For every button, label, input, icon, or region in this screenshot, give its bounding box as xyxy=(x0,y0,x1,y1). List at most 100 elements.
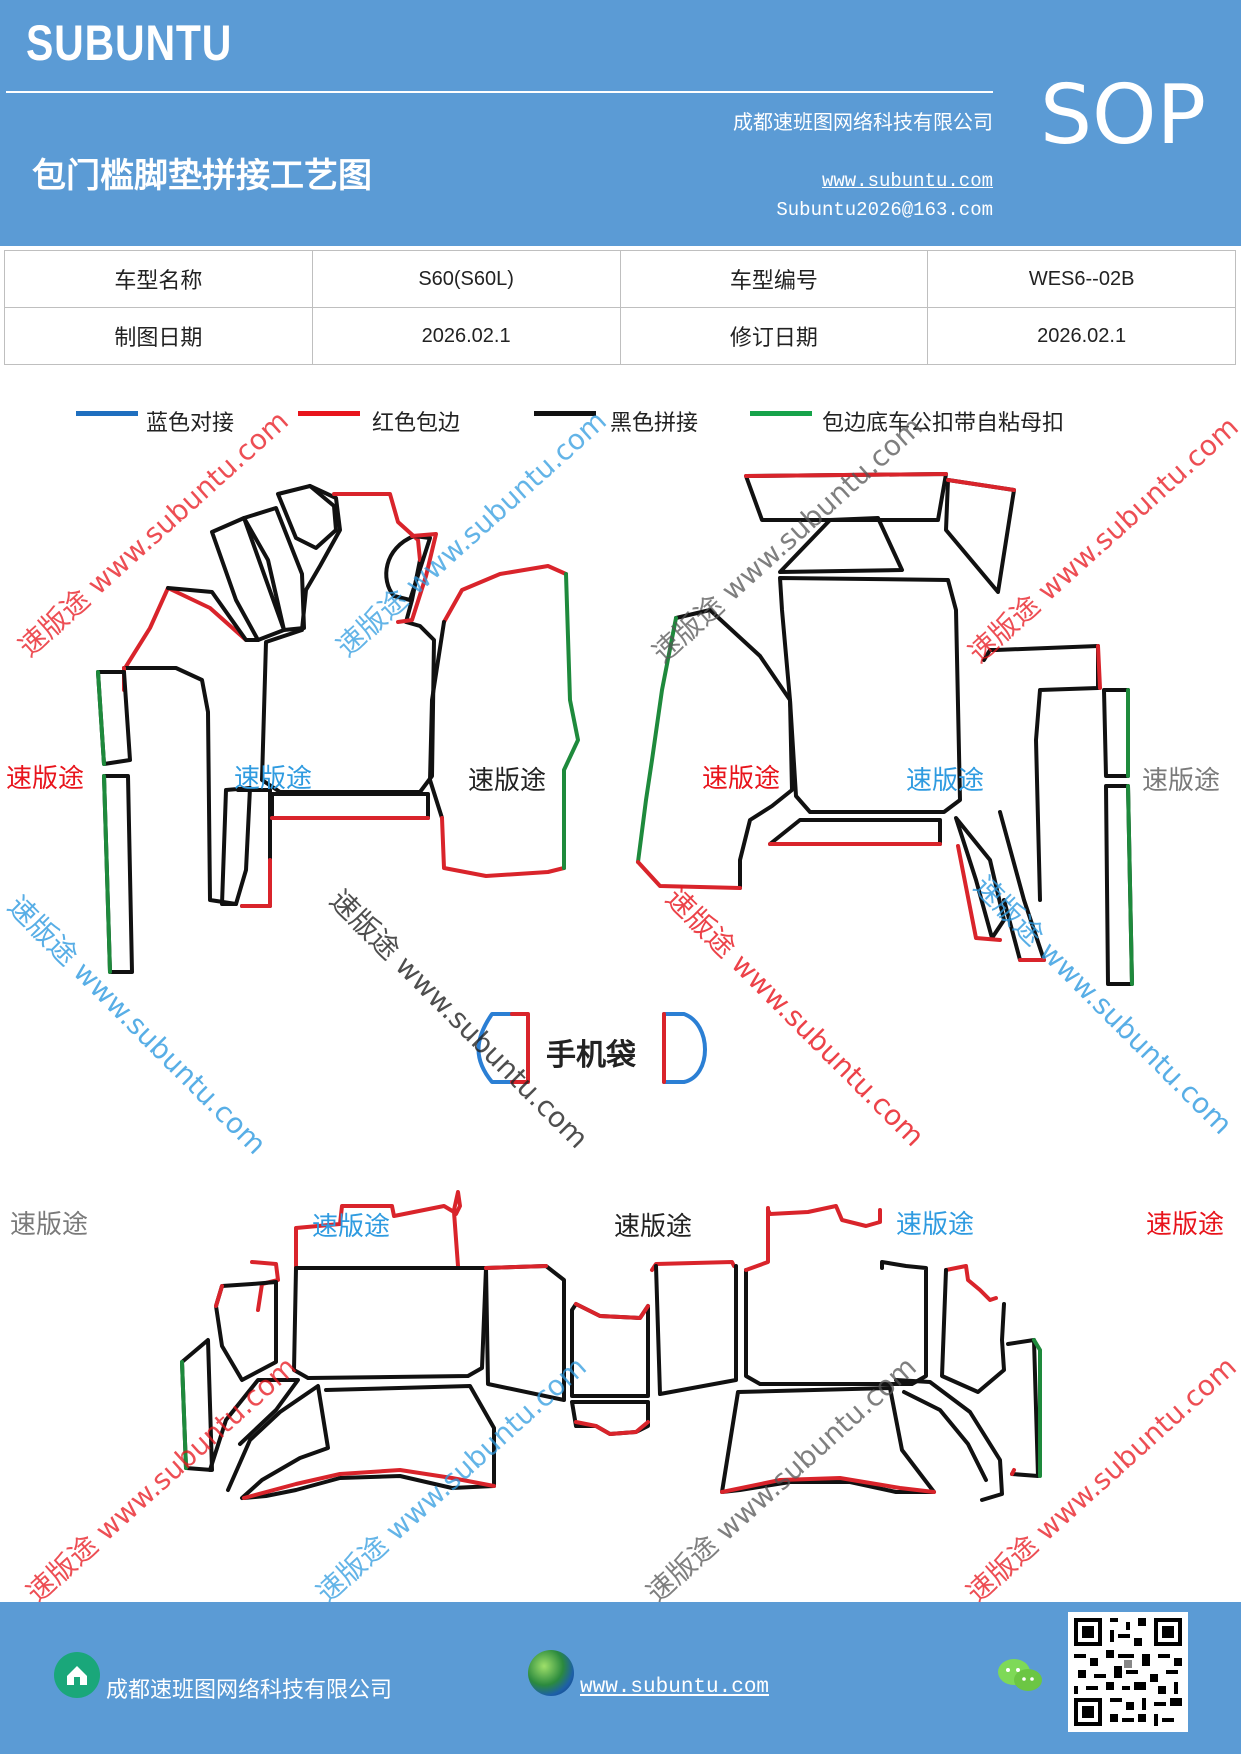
mat-panel xyxy=(220,786,252,906)
revise-date-value: 2026.02.1 xyxy=(927,307,1236,365)
legend-swatch-black xyxy=(534,411,596,416)
mat-panel xyxy=(768,818,942,846)
header-website-link[interactable]: www.subuntu.com xyxy=(821,170,993,192)
watermark-label: 速版途 xyxy=(906,766,985,796)
mat-panel xyxy=(270,792,430,820)
mat-panel xyxy=(1102,688,1130,778)
mat-panel xyxy=(250,1260,280,1312)
draw-date-value: 2026.02.1 xyxy=(311,307,621,365)
mat-panel xyxy=(902,1390,988,1482)
watermark-label: 速版途 xyxy=(1146,1210,1225,1240)
watermark-label: 速版途 xyxy=(1142,766,1221,796)
mat-panel xyxy=(332,492,422,562)
legend-label-blue: 蓝色对接 xyxy=(146,411,235,436)
mat-panel xyxy=(214,1280,278,1382)
left-front-mat-group xyxy=(96,484,580,974)
mat-panel xyxy=(428,620,446,820)
document-title: 包门槛脚垫拼接工艺图 xyxy=(32,156,372,196)
mat-panel xyxy=(226,1384,330,1500)
mat-panel xyxy=(166,586,260,642)
header-company: 成都速班图网络科技有限公司 xyxy=(733,110,993,134)
mat-panel xyxy=(442,564,568,624)
mat-panel xyxy=(180,1360,188,1470)
mat-panel xyxy=(650,1260,736,1272)
mat-panel xyxy=(720,1476,936,1494)
footer-website-link[interactable]: www.subuntu.com xyxy=(580,1676,770,1699)
mat-panel xyxy=(1096,644,1102,690)
model-name-label: 车型名称 xyxy=(4,250,313,308)
revise-date-label: 修订日期 xyxy=(619,307,929,365)
mat-panel xyxy=(242,506,306,632)
watermark-label: 速版途 xyxy=(6,764,85,794)
mat-panel xyxy=(662,1012,707,1084)
watermark-label: 速版途 xyxy=(702,764,781,794)
globe-icon xyxy=(528,1650,574,1696)
mat-panel xyxy=(242,1468,496,1500)
mat-panel xyxy=(744,472,948,478)
mat-panel xyxy=(122,666,238,906)
mat-panel xyxy=(944,1264,998,1302)
watermark-label: 速版途 xyxy=(10,1210,89,1240)
mat-panel xyxy=(944,478,1016,594)
mat-panel xyxy=(562,572,580,870)
mat-panel xyxy=(940,1268,1006,1394)
draw-date-label: 制图日期 xyxy=(4,307,313,365)
mat-panel xyxy=(674,608,794,890)
legend-swatch-blue xyxy=(76,411,138,416)
mat-panel xyxy=(894,1378,1004,1502)
mat-panel xyxy=(236,788,272,908)
header-email: Subuntu2026@163.com xyxy=(776,199,993,221)
sop-label: SOP xyxy=(1040,68,1207,163)
header-banner xyxy=(0,0,1241,246)
mat-panel xyxy=(946,478,1016,492)
watermark-label: 速版途 xyxy=(312,1212,391,1242)
mat-panel xyxy=(396,532,438,624)
brand-logo-text: SUBUNTU xyxy=(26,15,233,71)
rear-mat-group xyxy=(180,1190,1042,1502)
mat-panel xyxy=(240,858,272,908)
mat-panel xyxy=(954,816,1006,940)
phone-pouch-label: 手机袋 xyxy=(546,1038,636,1073)
mat-panel xyxy=(766,1204,882,1228)
mat-panel xyxy=(778,576,962,814)
qr-code xyxy=(1068,1612,1188,1732)
model-name-value: S60(S60L) xyxy=(311,250,621,308)
mat-panel xyxy=(1006,1338,1040,1478)
watermark-label: 速版途 xyxy=(234,764,313,794)
mat-panel xyxy=(476,1012,514,1084)
mat-panel xyxy=(294,1204,460,1270)
mat-panel xyxy=(982,648,998,662)
model-code-label: 车型编号 xyxy=(619,250,929,308)
home-icon xyxy=(54,1652,100,1698)
table-row: 制图日期 2026.02.1 修订日期 2026.02.1 xyxy=(4,307,1236,365)
mat-panel xyxy=(452,1190,462,1216)
mat-panel xyxy=(484,1264,548,1270)
watermark-label: 速版途 xyxy=(468,766,547,796)
mat-panel xyxy=(956,844,1002,942)
watermark-label: 速版途 xyxy=(614,1212,693,1242)
mat-panel xyxy=(260,484,436,794)
mat-panel xyxy=(994,644,1100,902)
mat-panel xyxy=(96,670,106,766)
right-front-mat-group xyxy=(636,472,1134,986)
watermark-label: 速版途 xyxy=(896,1210,975,1240)
model-code-value: WES6--02B xyxy=(927,250,1236,308)
mat-panel xyxy=(1010,1468,1016,1476)
mat-panel xyxy=(510,1012,530,1084)
legend-swatch-red xyxy=(298,411,360,416)
mat-panel xyxy=(242,1384,496,1500)
mat-panel xyxy=(292,1266,488,1380)
phone-pouch-shapes xyxy=(476,1012,707,1084)
legend-label-green: 包边底车公扣带自粘母扣 xyxy=(822,411,1065,436)
wechat-icon xyxy=(996,1656,1044,1696)
mat-panel xyxy=(574,1302,650,1320)
mat-panel xyxy=(102,774,112,974)
mat-panel xyxy=(208,1378,300,1472)
mat-panel xyxy=(214,1284,224,1308)
header-divider xyxy=(6,91,993,93)
mat-panel xyxy=(440,816,566,878)
mat-panel xyxy=(1126,784,1134,986)
legend-label-black: 黑色拼接 xyxy=(610,411,699,436)
vehicle-info-table: 车型名称 S60(S60L) 车型编号 WES6--02B 制图日期 2026.… xyxy=(4,250,1236,365)
